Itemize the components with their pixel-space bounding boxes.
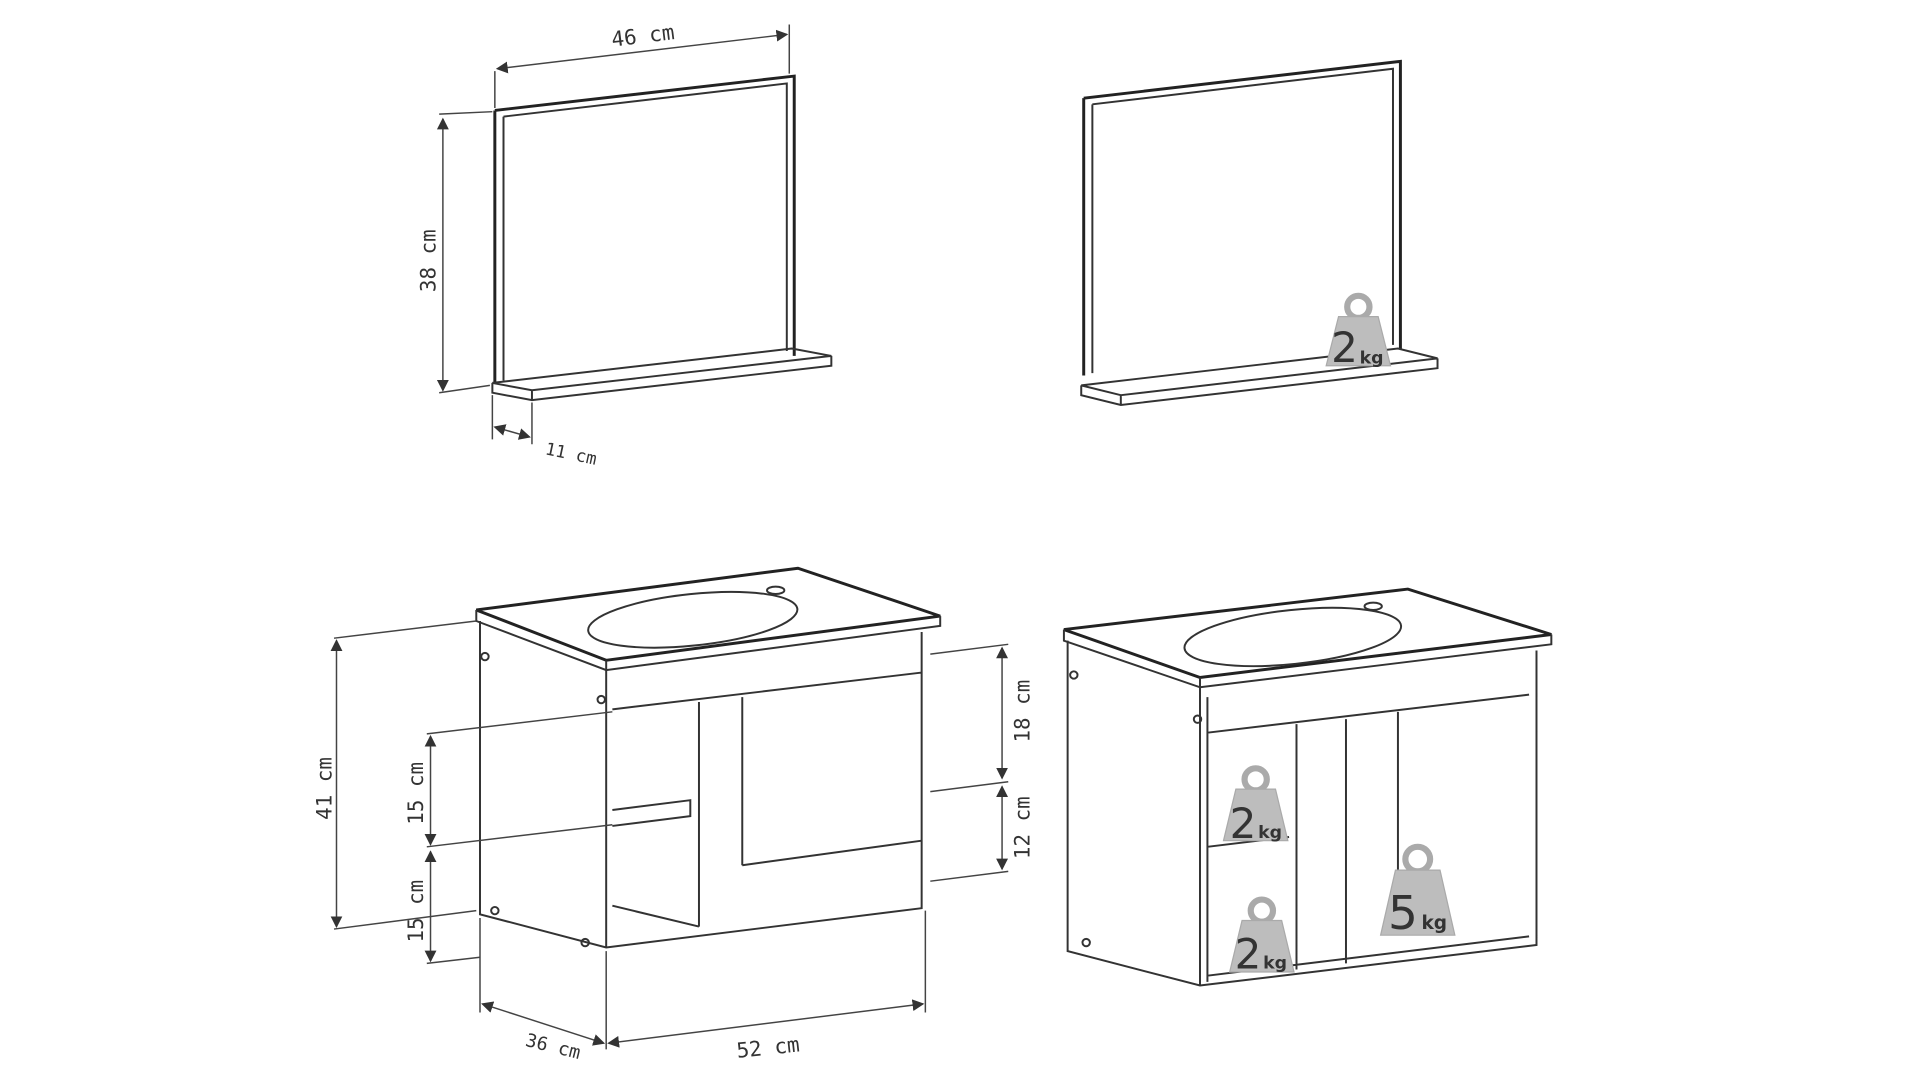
svg-text:kg: kg bbox=[1360, 348, 1384, 368]
svg-text:kg: kg bbox=[1421, 913, 1447, 934]
cabinet-right-lower-label: 12 cm bbox=[1010, 796, 1034, 859]
mirror-load: 2 kg bbox=[1080, 59, 1439, 406]
cabinet-load: 2 kg 2 kg 5 kg bbox=[1062, 587, 1553, 987]
mirror-height-label: 38 cm bbox=[416, 229, 440, 292]
mirror-width-label: 46 cm bbox=[610, 20, 676, 51]
cabinet-dimensioned: 41 cm 15 cm 15 cm 18 cm 12 cm 36 cm 52 c… bbox=[312, 566, 1034, 1064]
weight-icon: 2 kg bbox=[1228, 896, 1295, 978]
cabinet-height-label: 41 cm bbox=[312, 757, 336, 820]
cabinet-left-upper-label: 15 cm bbox=[404, 762, 428, 825]
svg-text:2: 2 bbox=[1331, 323, 1358, 372]
svg-text:2: 2 bbox=[1230, 799, 1257, 848]
cabinet-width-label: 52 cm bbox=[735, 1033, 800, 1063]
svg-text:2: 2 bbox=[1235, 929, 1262, 978]
cabinet-right-upper-label: 18 cm bbox=[1010, 680, 1034, 743]
weight-icon: 5 kg bbox=[1379, 843, 1456, 941]
cabinet-depth-label: 36 cm bbox=[523, 1030, 582, 1064]
weight-icon: 2 kg bbox=[1325, 292, 1392, 372]
mirror-shelf-depth-label: 11 cm bbox=[543, 439, 598, 469]
svg-text:kg: kg bbox=[1263, 953, 1287, 973]
svg-text:kg: kg bbox=[1258, 823, 1282, 843]
mirror-dimensioned: 46 cm 38 cm 11 cm bbox=[416, 20, 833, 470]
cabinet-left-lower-label: 15 cm bbox=[404, 880, 428, 943]
weight-icon: 2 kg bbox=[1222, 765, 1289, 848]
svg-text:5: 5 bbox=[1388, 887, 1418, 941]
